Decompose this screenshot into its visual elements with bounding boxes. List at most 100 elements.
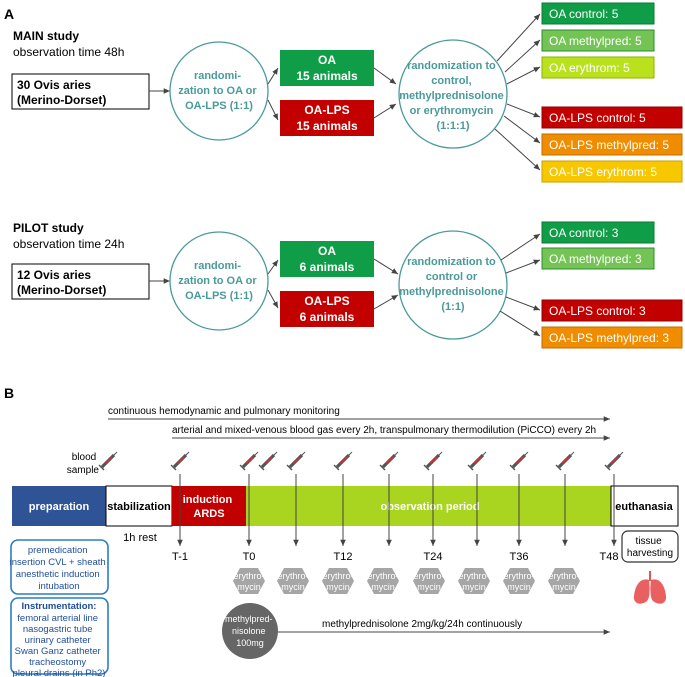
main-rand2-text: randomization to control, methylpredniso… bbox=[399, 60, 507, 132]
pilot-group-lps-methylpred-label: OA-LPS methylpred: 3 bbox=[549, 331, 669, 345]
main-source-line1: 30 Ovis aries bbox=[17, 78, 91, 92]
main-source-box bbox=[11, 73, 150, 110]
main-group-lps-methylpred bbox=[541, 133, 683, 156]
pilot-oa-line1: OA bbox=[318, 244, 336, 258]
main-group-oa-erythrom bbox=[541, 56, 655, 79]
main-group-oa-methylpred-label: OA methylpred: 5 bbox=[549, 34, 642, 48]
arrow bbox=[267, 99, 279, 121]
timepoint-label: T0 bbox=[243, 551, 256, 563]
arrow bbox=[505, 259, 541, 274]
main-group-lps-methylpred-label: OA-LPS methylpred: 5 bbox=[549, 138, 669, 152]
syringe-icon bbox=[378, 450, 400, 472]
pilot-source-line1: 12 Ovis aries bbox=[17, 268, 91, 282]
pilot-lps-line1: OA-LPS bbox=[304, 294, 349, 308]
svg-text:erythro-mycin: erythro-mycin bbox=[367, 571, 398, 592]
arrow bbox=[500, 233, 541, 261]
panel-b-letter: B bbox=[4, 385, 14, 401]
main-oa-box bbox=[280, 50, 374, 86]
syringe-icon bbox=[422, 450, 444, 472]
lungs-icon bbox=[633, 571, 667, 604]
arrow bbox=[506, 66, 541, 85]
syringe-icon bbox=[257, 450, 279, 472]
main-title: MAIN study bbox=[13, 29, 79, 43]
svg-text:erythro-mycin: erythro-mycin bbox=[322, 571, 353, 592]
phase-preparation bbox=[12, 486, 106, 526]
arrow bbox=[494, 128, 541, 171]
main-lps-line2: 15 animals bbox=[296, 119, 358, 133]
pilot-oa-box bbox=[280, 241, 374, 277]
arrow bbox=[504, 39, 541, 73]
arrow bbox=[267, 289, 279, 309]
blood-sample-label: blood sample bbox=[67, 452, 100, 476]
erythromycin-dose: erythro-mycin bbox=[367, 568, 399, 594]
phase-observation-label: observation period bbox=[380, 501, 479, 513]
syringe-icon bbox=[97, 450, 119, 472]
erythromycin-dose: erythro-mycin bbox=[233, 568, 265, 594]
erythromycin-dose: erythro-mycin bbox=[503, 568, 535, 594]
pilot-oa-line2: 6 animals bbox=[300, 260, 355, 274]
pilot-group-lps-control bbox=[541, 299, 683, 322]
blood-gas-label: arterial and mixed-venous blood gas ever… bbox=[172, 425, 596, 436]
svg-text:erythro-mycin: erythro-mycin bbox=[458, 571, 489, 592]
main-group-lps-erythrom bbox=[541, 160, 683, 183]
svg-text:erythro-mycin: erythro-mycin bbox=[548, 571, 579, 592]
svg-text:erythro-mycin: erythro-mycin bbox=[413, 571, 444, 592]
preparation-details-box bbox=[10, 539, 109, 595]
timepoint-label: T-1 bbox=[172, 551, 188, 563]
instrumentation-list: femoral arterial line nasogastric tube u… bbox=[13, 613, 106, 677]
pilot-group-oa-control bbox=[541, 221, 655, 244]
main-oa-line2: 15 animals bbox=[296, 69, 358, 83]
arrow bbox=[506, 103, 541, 118]
pilot-rand1-circle bbox=[169, 231, 269, 331]
main-source-line2: (Merino-Dorset) bbox=[17, 93, 106, 107]
arrow bbox=[373, 67, 397, 85]
main-group-lps-control bbox=[541, 106, 683, 129]
pilot-lps-line2: 6 animals bbox=[300, 310, 355, 324]
timepoint-label: T24 bbox=[424, 551, 443, 563]
timepoint-label: T12 bbox=[334, 551, 353, 563]
erythromycin-dose: erythro-mycin bbox=[458, 568, 490, 594]
pilot-source-line2: (Merino-Dorset) bbox=[17, 283, 106, 297]
syringe-icon bbox=[466, 450, 488, 472]
phase-preparation-label: preparation bbox=[29, 501, 90, 513]
syringe-icon bbox=[285, 450, 307, 472]
main-group-oa-erythrom-label: OA erythrom: 5 bbox=[549, 61, 630, 75]
syringe-icon bbox=[508, 450, 530, 472]
syringe-icon bbox=[238, 450, 260, 472]
phase-euthanasia bbox=[610, 485, 679, 527]
erythromycin-dose: erythro-mycin bbox=[548, 568, 580, 594]
arrow bbox=[499, 310, 541, 337]
pilot-group-oa-methylpred bbox=[541, 247, 655, 270]
syringe-icon bbox=[169, 450, 191, 472]
main-lps-box bbox=[280, 100, 374, 136]
syringe-icon bbox=[603, 450, 625, 472]
main-oa-line1: OA bbox=[318, 53, 336, 67]
pilot-rand1-text: randomi- zation to OA or OA-LPS (1:1) bbox=[178, 260, 259, 302]
arrow bbox=[496, 13, 541, 62]
phase-stabilization-label: stabilization bbox=[107, 501, 171, 513]
timepoint-label: T48 bbox=[600, 551, 619, 563]
arrow bbox=[267, 67, 279, 85]
phase-induction-label: induction ARDS bbox=[183, 494, 236, 520]
panel-a-letter: A bbox=[4, 6, 14, 22]
erythromycin-dose: erythro-mycin bbox=[277, 568, 309, 594]
main-group-oa-control bbox=[541, 2, 655, 25]
pilot-subtitle: observation time 24h bbox=[13, 237, 124, 251]
arrow bbox=[267, 259, 279, 275]
monitoring-label: continuous hemodynamic and pulmonary mon… bbox=[108, 406, 340, 417]
main-rand1-text: randomi- zation to OA or OA-LPS (1:1) bbox=[178, 70, 259, 112]
main-group-oa-control-label: OA control: 5 bbox=[549, 7, 619, 21]
svg-text:erythro-mycin: erythro-mycin bbox=[233, 571, 264, 592]
pilot-rand2-text: randomization to control or methylpredni… bbox=[399, 256, 507, 313]
main-subtitle: observation time 48h bbox=[13, 45, 124, 59]
methylprednisolone-continuous-label: methylprednisolone 2mg/kg/24h continuous… bbox=[322, 619, 522, 630]
erythromycin-dose: erythro-mycin bbox=[322, 568, 354, 594]
svg-text:erythro-mycin: erythro-mycin bbox=[503, 571, 534, 592]
syringe-icon bbox=[554, 450, 576, 472]
arrow bbox=[503, 115, 541, 144]
arrow bbox=[505, 296, 541, 311]
pilot-group-lps-methylpred bbox=[541, 326, 683, 349]
pilot-group-lps-control-label: OA-LPS control: 3 bbox=[549, 304, 646, 318]
main-rand2-circle bbox=[398, 39, 508, 149]
